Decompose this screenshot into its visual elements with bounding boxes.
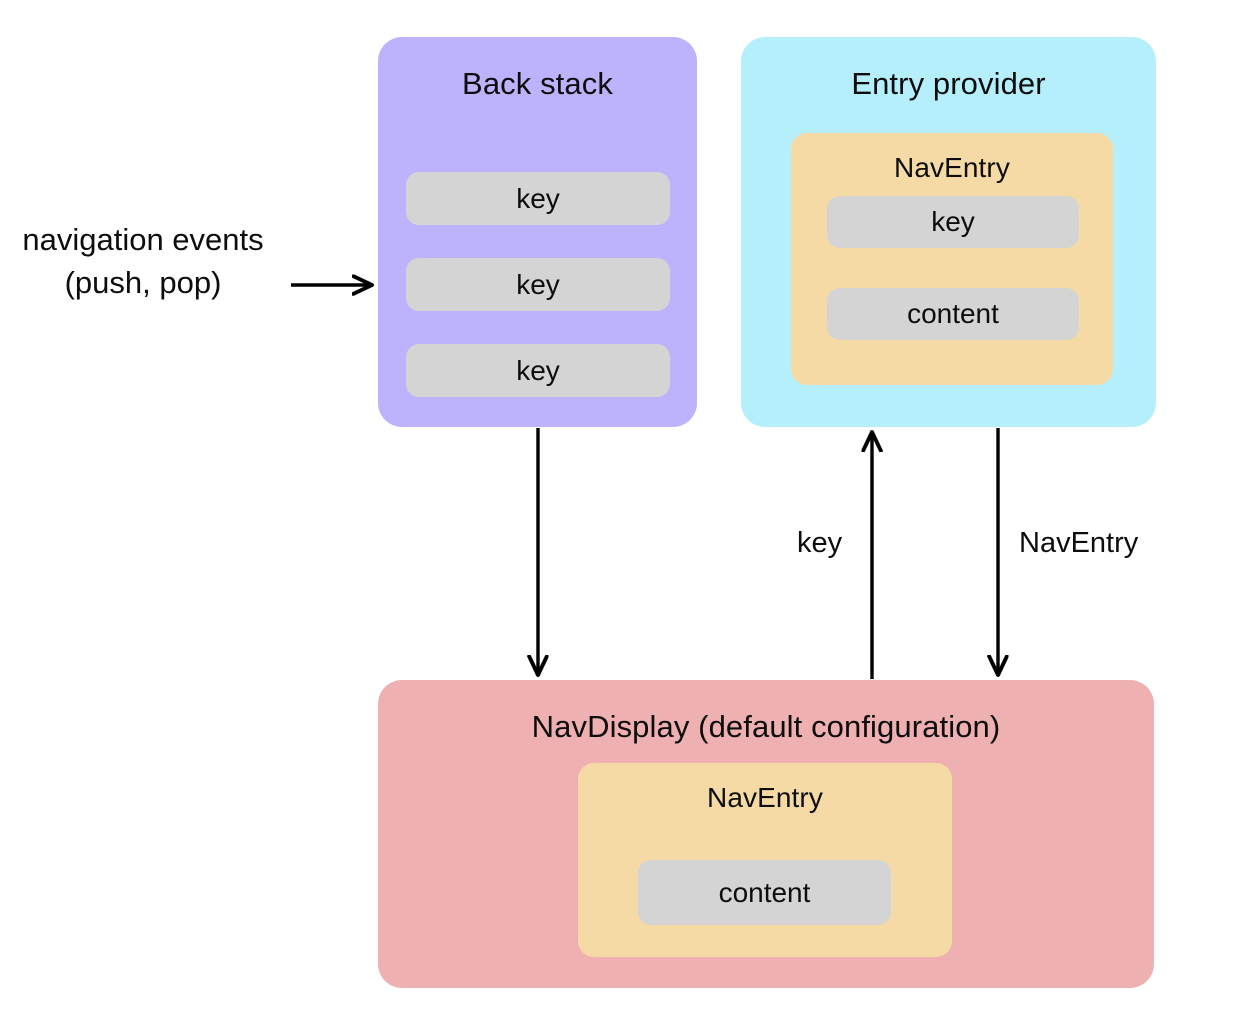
nav-display-content-chip: content [638,860,891,925]
entry-provider-box: Entry provider NavEntry key content [741,37,1156,427]
navigation-events-label-line1: navigation events [22,222,264,257]
entry-provider-key-chip: key [827,196,1079,248]
navigation-events-label: navigation events (push, pop) [8,218,278,304]
nav-display-nav-entry-title: NavEntry [707,782,823,813]
edge-label-naventry: NavEntry [1019,527,1139,559]
nav-display-box: NavDisplay (default configuration) NavEn… [378,680,1154,988]
back-stack-key-chip-2: key [406,258,670,311]
back-stack-key-chip-3: key [406,344,670,397]
entry-provider-nav-entry-box: NavEntry key content [791,133,1113,385]
navigation-events-label-line2: (push, pop) [64,265,222,300]
edge-label-key: key [797,527,843,559]
back-stack-title: Back stack [462,66,613,101]
back-stack-box: Back stack key key key [378,37,697,427]
back-stack-key-chip-1: key [406,172,670,225]
entry-provider-nav-entry-title: NavEntry [894,152,1010,183]
entry-provider-title: Entry provider [851,66,1046,101]
nav-display-nav-entry-box: NavEntry content [578,763,952,957]
entry-provider-content-chip: content [827,288,1079,340]
nav-display-title: NavDisplay (default configuration) [531,709,1001,744]
